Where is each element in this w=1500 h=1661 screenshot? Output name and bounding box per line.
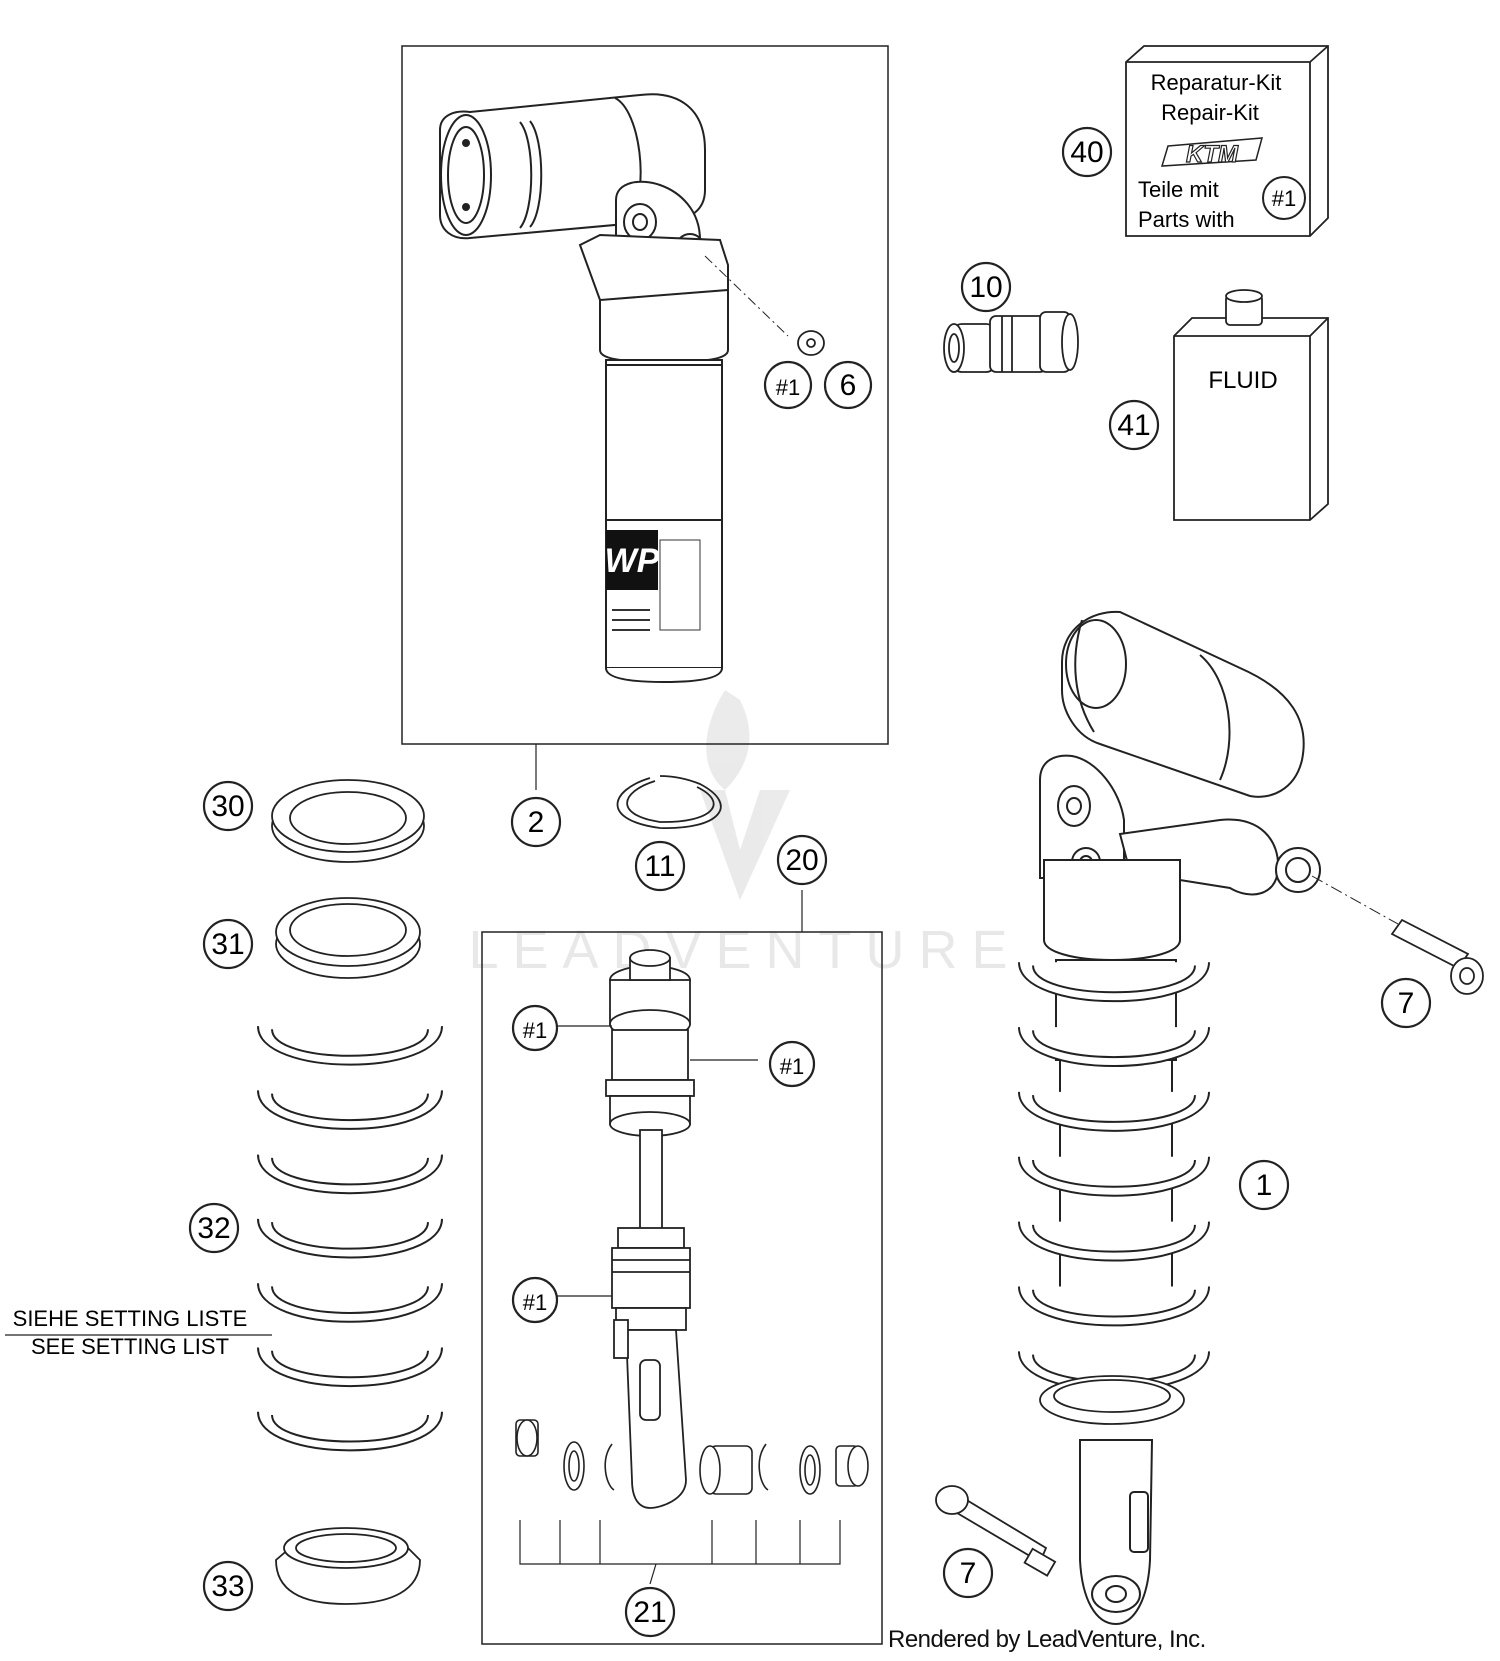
ref-callout-bumpstop-text: #1 (523, 1290, 547, 1315)
ref-callout-piston-top: #1 (511, 1004, 559, 1052)
ref-callout-piston-top-text: #1 (523, 1018, 547, 1043)
part-11-callout: 11 (634, 840, 686, 892)
piston-rod-box (481, 931, 883, 1645)
fluid-bottle (1173, 289, 1329, 521)
ref-callout-part6-text: #1 (776, 375, 800, 400)
part-30-callout: 30 (202, 780, 254, 832)
part-6-callout: 6 (823, 360, 873, 410)
part-31-ring (275, 897, 421, 979)
footer-credit: Rendered by LeadVenture, Inc. (888, 1626, 1206, 1653)
setting-note-line1: SIEHE SETTING LISTE (13, 1306, 248, 1331)
damper-assembly-box (401, 45, 889, 745)
part-7-bolt-right (1390, 918, 1484, 995)
part-40-callout: 40 (1061, 126, 1113, 178)
setting-note-line2: SEE SETTING LIST (31, 1334, 229, 1359)
part-7-callout-right: 7 (1380, 977, 1432, 1029)
watermark: LEADVENTURE (468, 690, 1021, 980)
piston-rod-assembly (605, 949, 695, 1509)
part-7-callout-bottom-text: 7 (960, 1557, 977, 1590)
ktm-logo: KTM (1160, 137, 1264, 169)
part-10-valve (943, 311, 1079, 373)
ref-callout-part6: #1 (763, 360, 813, 410)
part-7-callout-right-text: 7 (1398, 987, 1415, 1020)
part-31-callout: 31 (202, 918, 254, 970)
ref-leaders (5, 1025, 758, 1336)
part-20-callout: 20 (776, 834, 828, 886)
svg-text:#1: #1 (1272, 186, 1296, 211)
part-21-leader-lines (519, 1520, 841, 1585)
part-1-callout: 1 (1238, 1159, 1290, 1211)
part-2-callout: 2 (510, 796, 562, 848)
part-11-circlip (616, 775, 722, 829)
part-21-callout: 21 (624, 1586, 676, 1638)
part-40-callout-text: 40 (1070, 136, 1103, 169)
ref-callout-piston-band: #1 (768, 1040, 816, 1088)
repair-kit-line1: Reparatur-Kit (1151, 70, 1282, 95)
part-10-callout-text: 10 (969, 271, 1002, 304)
wp-sticker: WP (605, 530, 701, 631)
watermark-text: LEADVENTURE (468, 920, 1021, 980)
ktm-logo-text: KTM (1186, 141, 1239, 168)
ref-callout-piston-band-text: #1 (780, 1054, 804, 1079)
part-33-callout-text: 33 (211, 1570, 244, 1603)
damper-body (439, 93, 729, 684)
part-20-callout-text: 20 (785, 844, 818, 877)
part-30-callout-text: 30 (211, 790, 244, 823)
part-1-spring (1018, 962, 1210, 1392)
callouts: 1 2 6 7 7 10 11 20 21 30 31 32 33 40 41 #1 #1 #1 #1 (188, 126, 1432, 1638)
part-32-spring (257, 1026, 443, 1452)
repair-kit-line3: Teile mit (1138, 177, 1219, 202)
part-30-ring (271, 779, 425, 863)
repair-kit-ref-callout: #1 (1262, 176, 1306, 220)
fluid-label: FLUID (1208, 367, 1277, 394)
part-1-lower-seat (1039, 1375, 1185, 1425)
wp-sticker-text: WP (605, 542, 660, 580)
part-31-callout-text: 31 (211, 928, 244, 961)
repair-kit-line2: Repair-Kit (1161, 100, 1259, 125)
part-33-retainer (275, 1527, 421, 1605)
part-33-callout: 33 (202, 1560, 254, 1612)
part-7-callout-bottom: 7 (942, 1547, 994, 1599)
repair-kit-line4: Parts with (1138, 207, 1235, 232)
part-11-callout-text: 11 (644, 850, 675, 883)
part-21-bushings (515, 1419, 869, 1495)
ref-callout-bumpstop: #1 (511, 1276, 559, 1324)
part-41-callout-text: 41 (1117, 409, 1150, 442)
part-21-callout-text: 21 (633, 1596, 666, 1629)
part-32-callout: 32 (188, 1202, 240, 1254)
part-32-callout-text: 32 (197, 1212, 230, 1245)
part-2-callout-text: 2 (528, 806, 545, 839)
part-10-callout: 10 (960, 261, 1012, 313)
part-6-callout-text: 6 (840, 369, 857, 402)
part-1-callout-text: 1 (1256, 1169, 1273, 1202)
part-6-nut (797, 330, 825, 356)
part-7-bolt-bottom (935, 1485, 1057, 1577)
part-41-callout: 41 (1108, 399, 1160, 451)
